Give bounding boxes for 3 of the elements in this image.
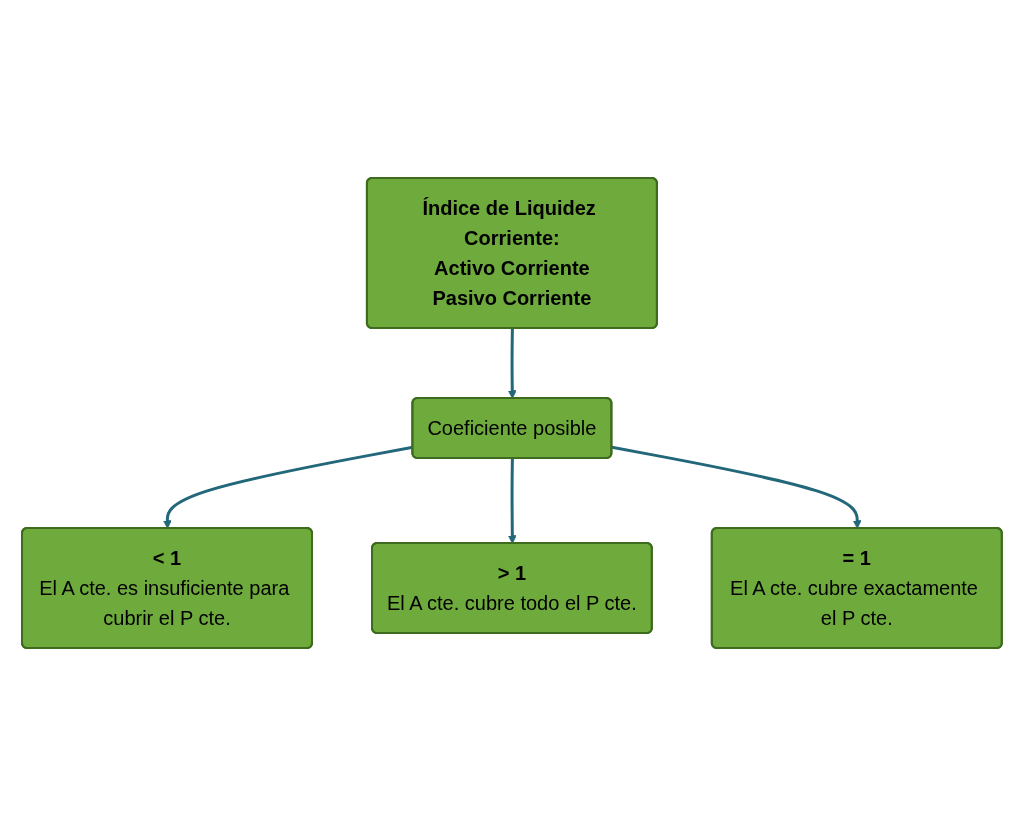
arrow [507, 327, 517, 399]
arrow [507, 457, 517, 544]
arrow [611, 445, 862, 529]
